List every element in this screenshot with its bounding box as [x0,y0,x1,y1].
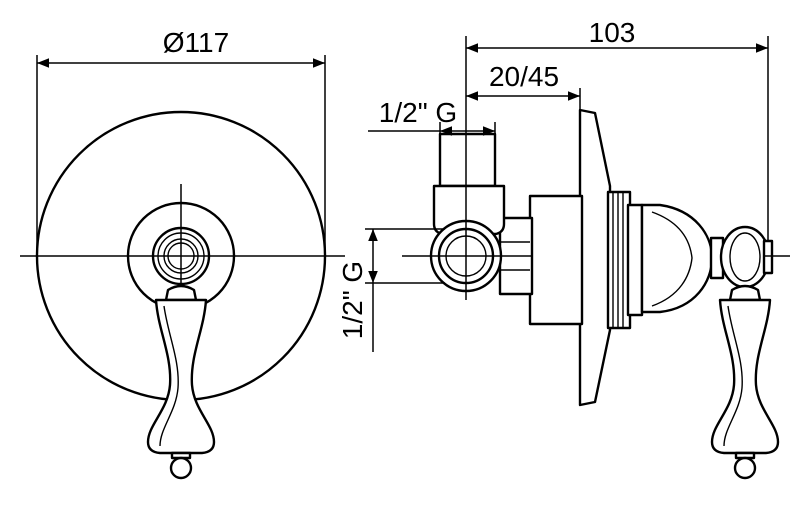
thread-top-label: 1/2" G [379,97,457,128]
dome-cap-highlight [651,211,693,307]
handle-end-cap [762,239,774,275]
depth-label: 103 [589,17,636,48]
inlet-elbow [432,184,506,236]
diameter-label: Ø117 [163,27,229,58]
valve-body [528,194,584,326]
thread-ring-inner [626,203,644,317]
side-lever-handle [710,284,780,480]
handle-hub [719,225,771,289]
thread-ring-outer [606,190,632,330]
front-view: Ø117 [20,27,345,480]
range-label: 20/45 [489,61,559,92]
handle-hub-highlight [729,232,761,282]
side-view: 103 20/45 1/2" G [337,17,790,480]
dome-cap [640,203,714,314]
top-inlet-pipe [438,132,497,188]
thread-side-label: 1/2" G [337,261,368,339]
escutcheon-plate-profile [578,108,612,407]
